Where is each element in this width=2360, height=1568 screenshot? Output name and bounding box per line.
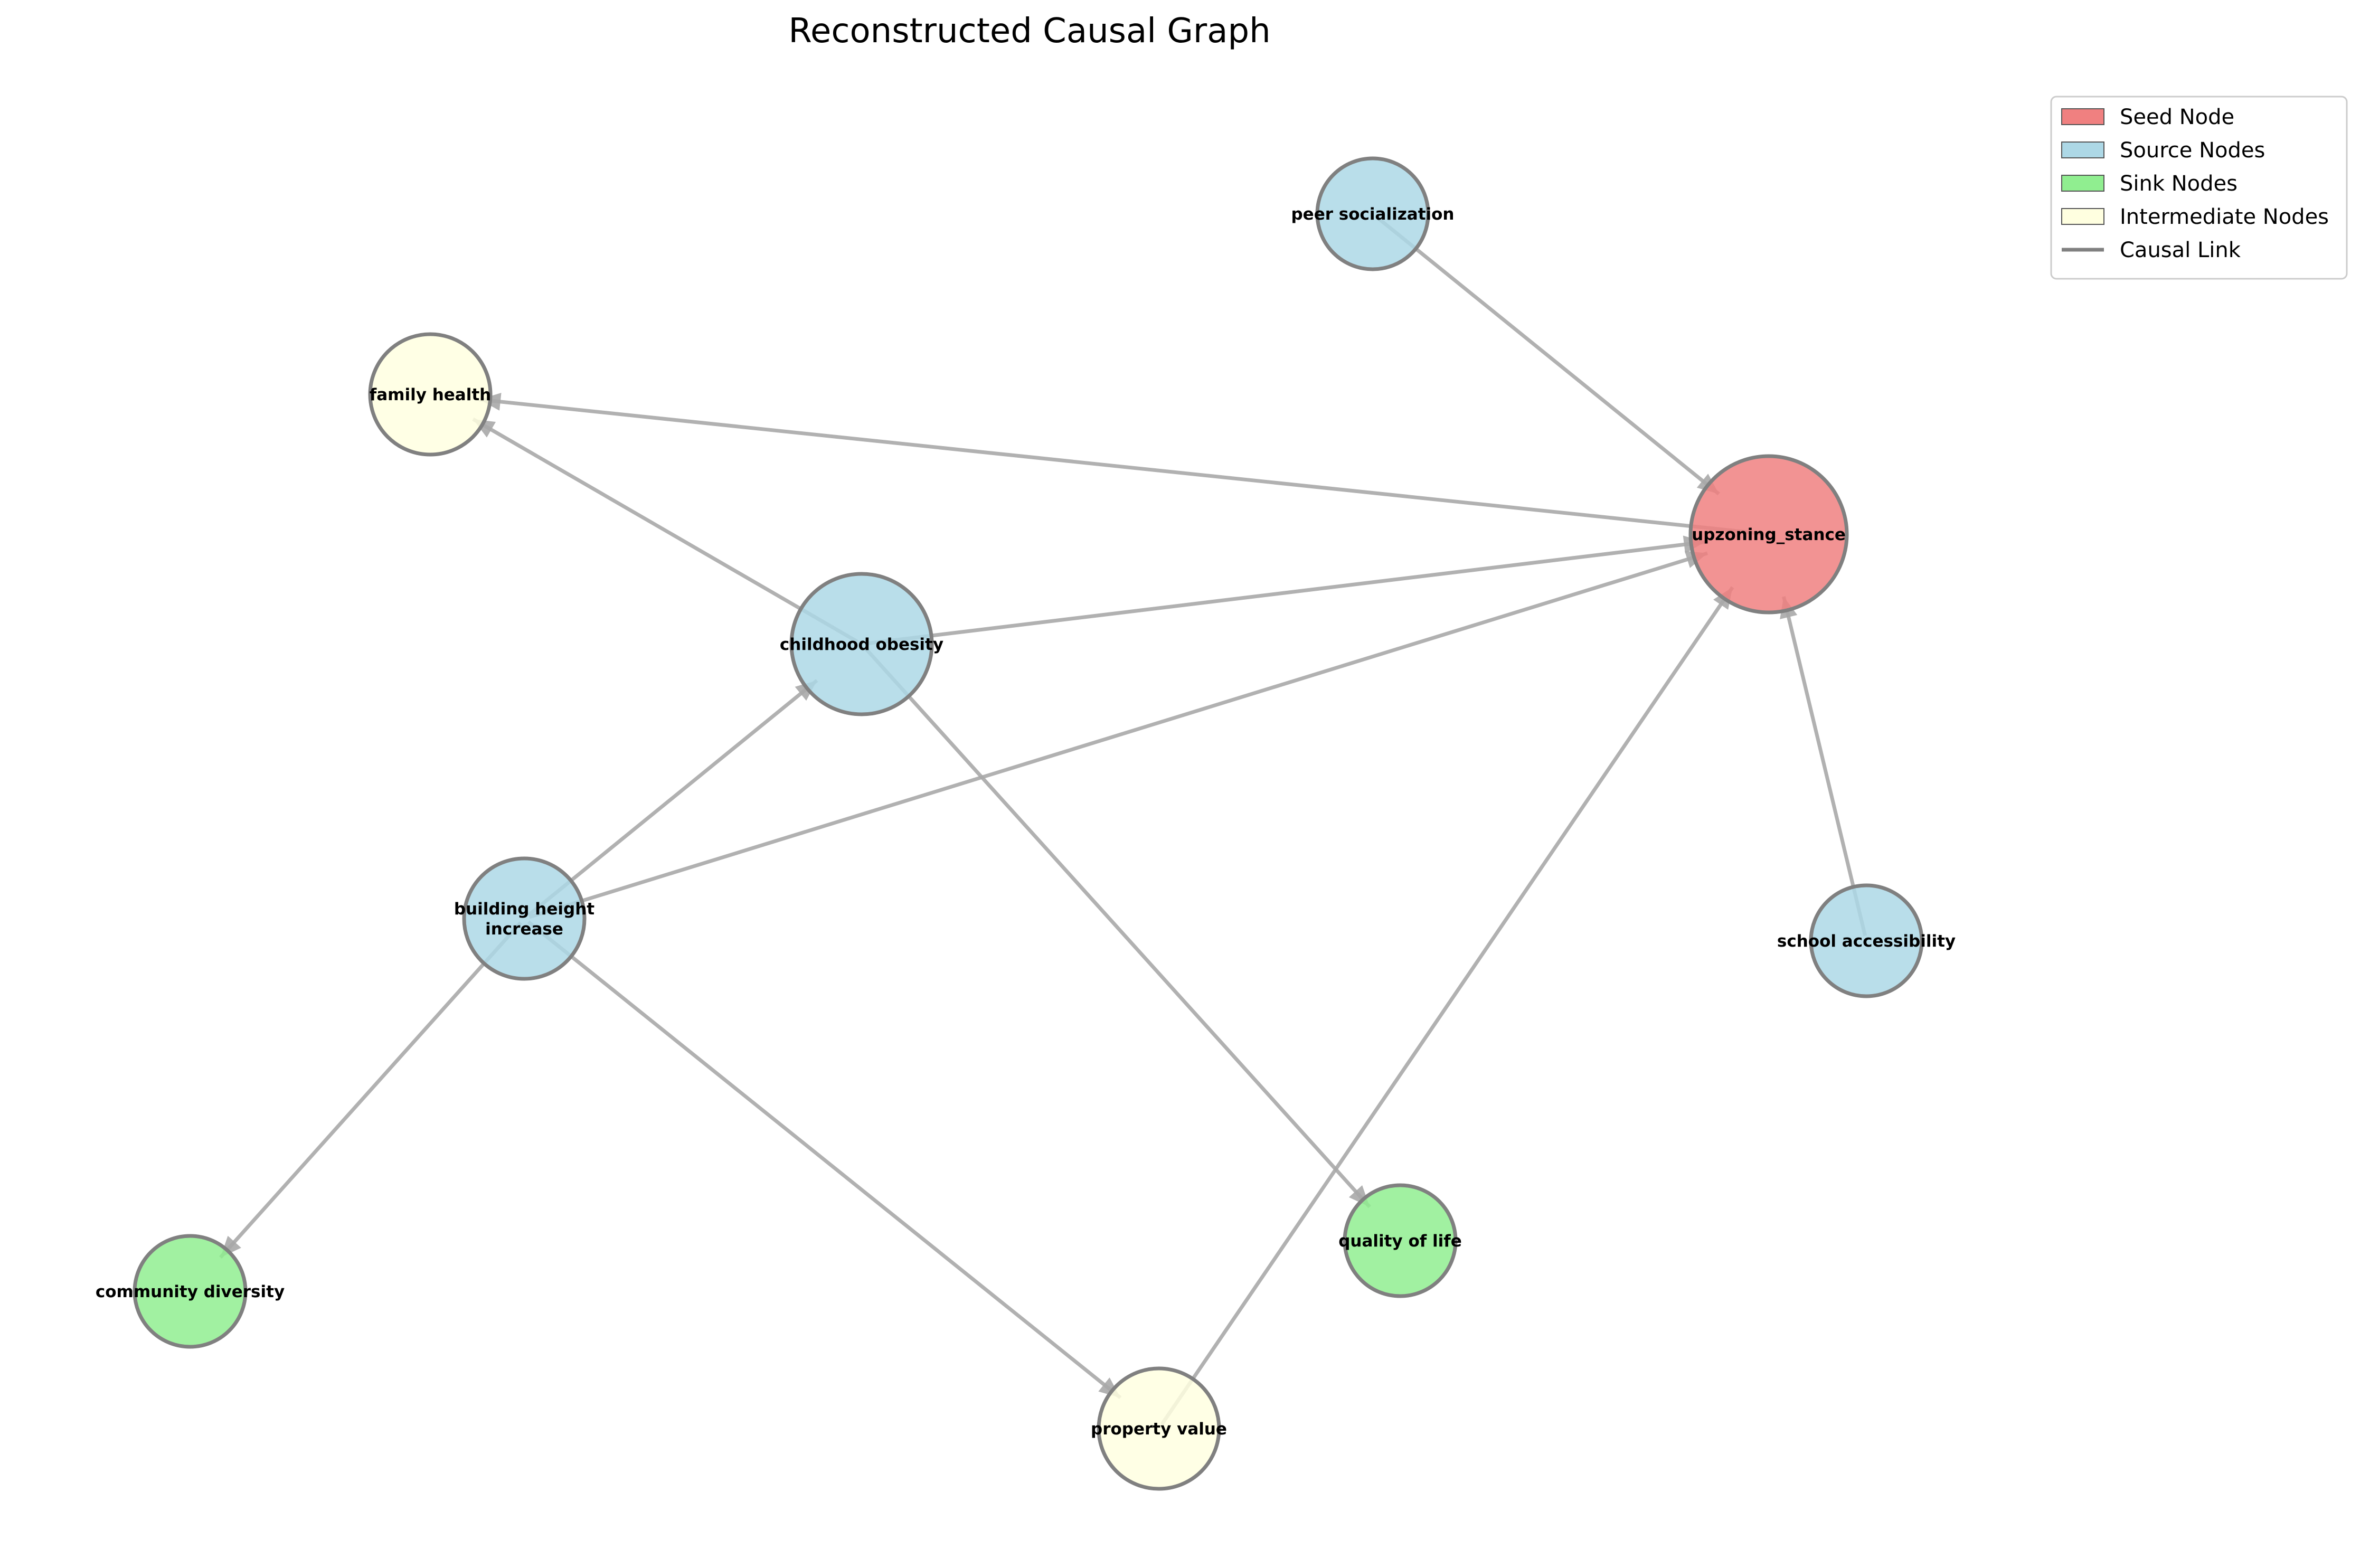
edge-line	[1375, 215, 1720, 496]
edge-line	[219, 921, 522, 1259]
edge-line	[472, 417, 858, 644]
legend-label: Intermediate Nodes	[2120, 205, 2329, 229]
edge-line	[479, 398, 1764, 536]
legend-swatch	[2061, 208, 2104, 225]
node-school-accessibility[interactable]: school accessibility	[1777, 883, 1956, 998]
edge-line	[527, 679, 818, 917]
node-family-health[interactable]: family health	[368, 332, 493, 457]
legend-frame	[2050, 96, 2348, 280]
legend-label: Sink Nodes	[2120, 172, 2238, 196]
node-circle	[133, 1234, 248, 1349]
nodes-layer: upzoning_stance peer socialization family …	[96, 156, 1956, 1491]
node-circle	[462, 856, 587, 981]
node-label: community diversity	[96, 1282, 285, 1301]
node-label: property value	[1091, 1420, 1227, 1439]
node-quality-of-life[interactable]: quality of life	[1338, 1183, 1462, 1298]
node-label: childhood obesity	[780, 635, 943, 654]
node-upzoning-stance[interactable]: upzoning_stance	[1688, 454, 1849, 615]
node-community-diversity[interactable]: community diversity	[96, 1234, 285, 1349]
edge-line	[528, 551, 1708, 919]
edge-line	[864, 647, 1371, 1208]
causal-edge	[528, 551, 1708, 919]
legend-item: Seed Node	[2061, 105, 2234, 129]
node-circle	[1343, 1183, 1458, 1298]
graph-title: Reconstructed Causal Graph	[788, 12, 1270, 51]
node-label: upzoning_stance	[1692, 525, 1846, 544]
edge-line	[527, 920, 1122, 1400]
legend-item: Sink Nodes	[2061, 172, 2238, 196]
node-circle	[1315, 156, 1430, 271]
legend-label: Seed Node	[2120, 105, 2234, 129]
legend-item: Intermediate Nodes	[2061, 205, 2329, 229]
node-circle	[789, 572, 934, 716]
causal-edge	[1375, 215, 1720, 496]
node-label: peer socialization	[1291, 205, 1454, 224]
edges-layer	[219, 215, 1867, 1425]
legend-label: Source Nodes	[2120, 138, 2265, 163]
causal-edge	[527, 920, 1122, 1400]
node-label: family health	[370, 385, 492, 404]
node-childhood-obesity[interactable]: childhood obesity	[780, 572, 943, 716]
legend-swatch	[2061, 175, 2104, 192]
legend-swatch	[2061, 141, 2104, 158]
causal-edge	[866, 535, 1705, 646]
causal-edge	[1780, 596, 1867, 937]
node-circle	[1097, 1366, 1221, 1491]
edge-line	[866, 540, 1705, 646]
causal-edge	[479, 392, 1764, 536]
edge-line	[1160, 586, 1734, 1425]
causal-edge	[864, 647, 1371, 1208]
legend-label: Causal Link	[2120, 238, 2241, 262]
legend-item: Causal Link	[2062, 238, 2241, 262]
edge-line	[1781, 596, 1867, 937]
node-label: quality of life	[1338, 1232, 1462, 1251]
node-circle	[368, 332, 493, 457]
legend-item: Source Nodes	[2061, 138, 2265, 163]
causal-edge	[219, 921, 522, 1259]
node-circle	[1809, 883, 1924, 998]
node-property-value[interactable]: property value	[1091, 1366, 1227, 1491]
legend-swatch	[2061, 108, 2104, 125]
causal-edge	[1160, 586, 1734, 1425]
node-peer-socialization[interactable]: peer socialization	[1291, 156, 1455, 271]
node-label: school accessibility	[1777, 932, 1956, 951]
node-circle	[1688, 454, 1849, 615]
